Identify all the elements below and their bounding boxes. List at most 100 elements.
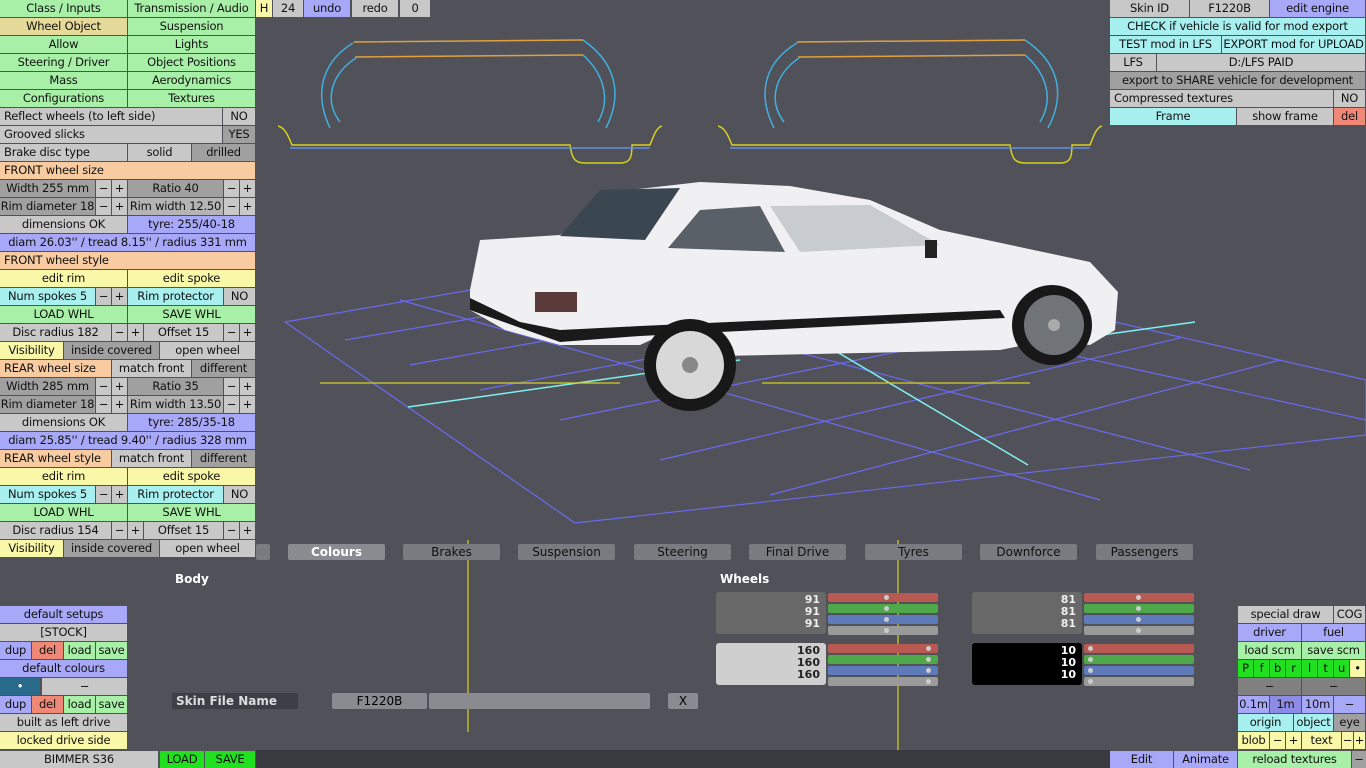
dup-setup-button[interactable]: dup <box>0 642 31 659</box>
view-toggle-u[interactable]: u <box>1334 660 1349 677</box>
check-valid-button[interactable]: CHECK if vehicle is valid for mod export <box>1110 18 1365 35</box>
skin-id-label[interactable]: Skin ID <box>1110 0 1189 17</box>
slider-handle[interactable] <box>883 617 889 622</box>
frame-button[interactable]: Frame <box>1110 108 1236 125</box>
blue-slider[interactable] <box>828 666 938 675</box>
slider-handle[interactable] <box>883 606 889 611</box>
delete-frame-button[interactable]: del <box>1334 108 1365 125</box>
del-colours-button[interactable]: del <box>32 696 63 713</box>
edit-rim-button[interactable]: edit rim <box>0 468 127 485</box>
built-as-left-drive-button[interactable]: built as left drive <box>0 714 127 731</box>
rim-width-increase[interactable]: + <box>240 396 255 413</box>
ratio-increase[interactable]: + <box>240 180 255 197</box>
load-setup-button[interactable]: load <box>64 642 95 659</box>
alpha-slider[interactable] <box>828 626 938 635</box>
tab-partial[interactable] <box>256 544 270 560</box>
rim-diameter-increase[interactable]: + <box>112 198 127 215</box>
rim-protector-toggle[interactable]: NO <box>224 486 255 503</box>
green-slider[interactable] <box>828 655 938 664</box>
driver-button[interactable]: driver <box>1238 624 1301 641</box>
disc-radius-decrease[interactable]: − <box>112 324 127 341</box>
green-slider[interactable] <box>1084 655 1194 664</box>
offset-decrease[interactable]: − <box>224 522 239 539</box>
rim-width-value[interactable]: Rim width 13.50 <box>128 396 223 413</box>
rear-size-different[interactable]: different <box>192 360 255 377</box>
rim-width-decrease[interactable]: − <box>224 396 239 413</box>
alpha-slider[interactable] <box>1084 677 1194 686</box>
skin-file-name-extra-field[interactable] <box>429 693 650 709</box>
ratio-decrease[interactable]: − <box>224 378 239 395</box>
setup-selector[interactable]: [STOCK] <box>0 624 127 641</box>
slider-handle[interactable] <box>925 646 931 651</box>
class-inputs-button[interactable]: Class / Inputs <box>0 0 127 17</box>
rim-width-increase[interactable]: + <box>240 198 255 215</box>
reload-textures-button[interactable]: reload textures <box>1238 751 1351 768</box>
slider-handle[interactable] <box>925 679 931 684</box>
rear-size-match-front[interactable]: match front <box>112 360 191 377</box>
animate-mode-button[interactable]: Animate <box>1174 751 1237 768</box>
blue-slider[interactable] <box>1084 615 1194 624</box>
blue-slider[interactable] <box>1084 666 1194 675</box>
rim-diameter-value[interactable]: Rim diameter 18 <box>0 396 95 413</box>
dup-colours-button[interactable]: dup <box>0 696 31 713</box>
steering-driver-button[interactable]: Steering / Driver <box>0 54 127 71</box>
view-toggle-r[interactable]: r <box>1286 660 1301 677</box>
disc-radius-value[interactable]: Disc radius 154 <box>0 522 111 539</box>
blob-decrease[interactable]: − <box>1270 732 1285 749</box>
h-button[interactable]: H <box>256 0 272 17</box>
offset-value[interactable]: Offset 15 <box>144 324 223 341</box>
open-wheel-option[interactable]: open wheel <box>160 540 255 557</box>
tab-passengers[interactable]: Passengers <box>1096 544 1193 560</box>
disc-radius-increase[interactable]: + <box>128 522 143 539</box>
rim-protector-label[interactable]: Rim protector <box>128 486 223 503</box>
default-setups-button[interactable]: default setups <box>0 606 127 623</box>
edit-mode-button[interactable]: Edit <box>1110 751 1173 768</box>
text-increase[interactable]: + <box>1354 732 1365 749</box>
slider-handle[interactable] <box>1135 628 1141 633</box>
num-spokes-value[interactable]: Num spokes 5 <box>0 486 95 503</box>
view-toggle-t[interactable]: t <box>1318 660 1333 677</box>
rim-width-value[interactable]: Rim width 12.50 <box>128 198 223 215</box>
tab-tyres[interactable]: Tyres <box>865 544 962 560</box>
view-toggle-l[interactable]: l <box>1302 660 1317 677</box>
tab-downforce[interactable]: Downforce <box>980 544 1077 560</box>
compressed-textures-toggle[interactable]: NO <box>1334 90 1365 107</box>
blob-increase[interactable]: + <box>1286 732 1301 749</box>
save-scm-button[interactable]: save scm <box>1302 642 1365 659</box>
reflect-wheels-toggle[interactable]: NO <box>223 108 255 125</box>
num-spokes-value[interactable]: Num spokes 5 <box>0 288 95 305</box>
default-colours-button[interactable]: default colours <box>0 660 127 677</box>
text-decrease[interactable]: − <box>1342 732 1353 749</box>
dimensions-status[interactable]: dimensions OK <box>0 414 127 431</box>
offset-increase[interactable]: + <box>240 522 255 539</box>
green-slider[interactable] <box>828 604 938 613</box>
slider-handle[interactable] <box>1088 646 1094 651</box>
transmission-audio-button[interactable]: Transmission / Audio <box>128 0 255 17</box>
view-toggle-f[interactable]: f <box>1254 660 1269 677</box>
undo-button[interactable]: undo <box>304 0 350 17</box>
rim-diameter-decrease[interactable]: − <box>96 396 111 413</box>
disc-radius-value[interactable]: Disc radius 182 <box>0 324 111 341</box>
rim-diameter-decrease[interactable]: − <box>96 198 111 215</box>
num-spokes-increase[interactable]: + <box>112 486 127 503</box>
alpha-slider[interactable] <box>1084 626 1194 635</box>
edit-rim-button[interactable]: edit rim <box>0 270 127 287</box>
tyre-size-display[interactable]: tyre: 255/40-18 <box>128 216 255 233</box>
rear-style-match-front[interactable]: match front <box>112 450 191 467</box>
save-whl-button[interactable]: SAVE WHL <box>128 306 255 323</box>
vehicle-name[interactable]: BIMMER S36 <box>0 751 158 768</box>
locked-drive-side-button[interactable]: locked drive side <box>0 732 127 749</box>
rim-diameter-value[interactable]: Rim diameter 18 <box>0 198 95 215</box>
tab-colours[interactable]: Colours <box>288 544 385 560</box>
width-decrease[interactable]: − <box>96 180 111 197</box>
object-positions-button[interactable]: Object Positions <box>128 54 255 71</box>
red-slider[interactable] <box>1084 644 1194 653</box>
lights-button[interactable]: Lights <box>128 36 255 53</box>
ratio-value[interactable]: Ratio 35 <box>128 378 223 395</box>
disc-radius-increase[interactable]: + <box>128 324 143 341</box>
slider-handle[interactable] <box>1135 617 1141 622</box>
option-b[interactable]: − <box>1302 678 1365 695</box>
